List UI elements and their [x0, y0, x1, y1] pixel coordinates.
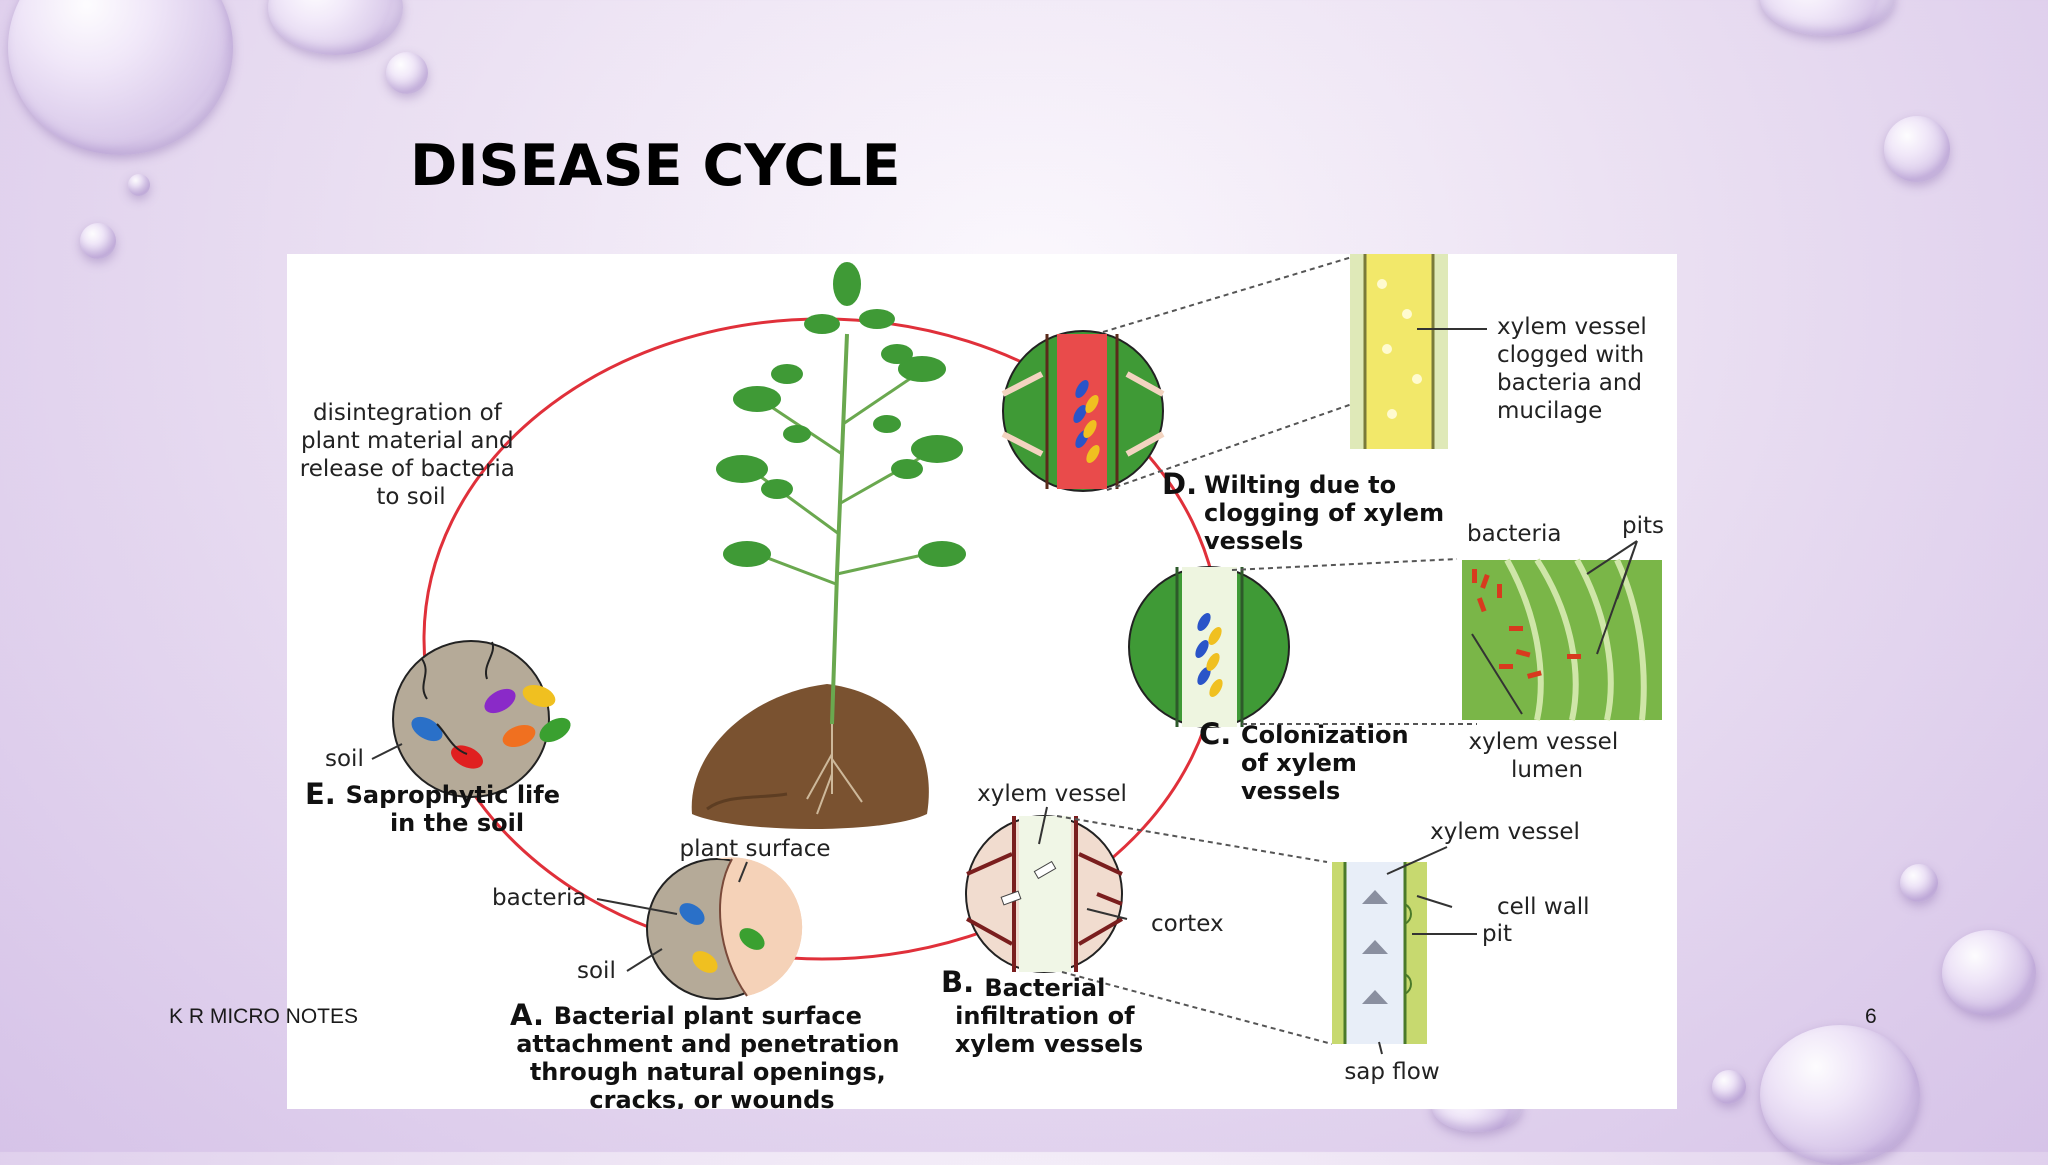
slide-title: DISEASE CYCLE — [410, 133, 901, 199]
stage-d-detail-clogged-xylem — [1350, 254, 1448, 449]
water-droplet-decoration — [128, 174, 150, 196]
stage-b-caption: Bacterial infiltration of xylem vessels — [955, 974, 1143, 1058]
stage-e-soil-circle — [392, 640, 571, 798]
tomato-plant-illustration — [691, 262, 966, 829]
stage-b-vessel-circle — [965, 815, 1124, 973]
stage-c-letter: C. — [1199, 717, 1231, 751]
water-droplet-decoration — [1884, 116, 1950, 182]
water-droplet-decoration — [1760, 1025, 1920, 1165]
stage-a-caption: Bacterial plant surface attachment and p… — [516, 1002, 908, 1109]
disease-cycle-diagram: disintegration of plant material and rel… — [287, 254, 1677, 1114]
stage-d-vessel-circle — [1001, 330, 1165, 492]
water-droplet-decoration — [8, 0, 233, 155]
stage-e-letter: E. — [305, 777, 336, 811]
label-soil-e: soil — [325, 746, 364, 772]
water-droplet-decoration — [268, 0, 403, 55]
label-pits: pits — [1622, 513, 1664, 539]
label-plant-surface: plant surface — [680, 836, 831, 862]
note-disintegration: disintegration of plant material and rel… — [300, 400, 522, 510]
water-droplet-decoration — [1712, 1070, 1746, 1104]
stage-b-letter: B. — [941, 965, 974, 999]
label-xylem-vessel-b: xylem vessel — [977, 781, 1127, 807]
footer-author: K R MICRO NOTES — [169, 1005, 359, 1028]
water-droplet-decoration — [1942, 930, 2036, 1016]
label-xylem-vessel-detail: xylem vessel — [1430, 819, 1580, 845]
stage-d-caption: Wilting due to clogging of xylem vessels — [1204, 471, 1452, 555]
page-number: 6 — [1865, 1005, 1877, 1028]
stage-c-detail-colonized-xylem — [1462, 558, 1662, 721]
label-cell-wall: cell wall — [1497, 894, 1590, 920]
label-cortex: cortex — [1151, 911, 1224, 937]
stage-a-surface-circle — [646, 857, 803, 1000]
stage-e-caption: Saprophytic life in the soil — [346, 781, 569, 837]
water-droplet-decoration — [1900, 864, 1938, 902]
water-droplet-decoration — [386, 52, 428, 94]
stage-c-vessel-circle — [1128, 566, 1290, 728]
label-bacteria-a: bacteria — [492, 885, 586, 911]
stage-b-detail-sap-flow — [1332, 862, 1427, 1044]
label-pit: pit — [1482, 921, 1512, 947]
stage-c-caption: Colonization of xylem vessels — [1241, 721, 1417, 805]
label-clogged-xylem: xylem vessel clogged with bacteria and m… — [1497, 314, 1654, 424]
water-droplet-decoration — [1760, 0, 1895, 36]
stage-a-letter: A. — [510, 998, 544, 1032]
label-xylem-lumen: xylem vessel lumen — [1468, 729, 1625, 783]
stage-d-letter: D. — [1162, 467, 1197, 501]
water-droplet-decoration — [80, 223, 116, 259]
label-soil-a: soil — [577, 958, 616, 984]
label-bacteria-c: bacteria — [1467, 521, 1561, 547]
label-sap-flow: sap flow — [1344, 1059, 1439, 1085]
